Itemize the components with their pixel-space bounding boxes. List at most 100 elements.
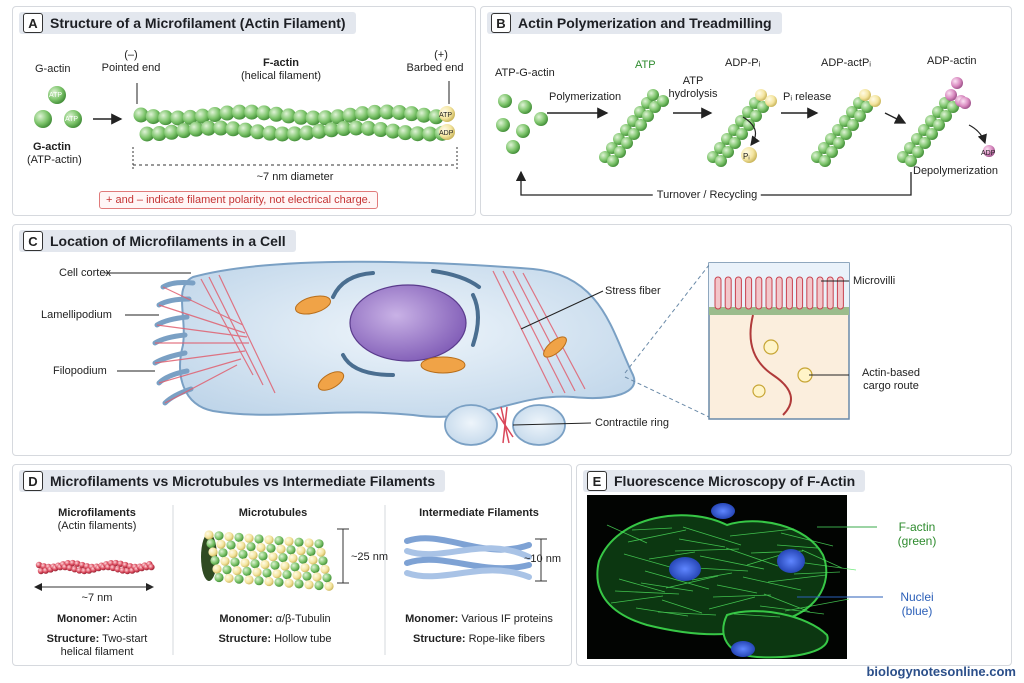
actin-bead	[133, 107, 149, 123]
stress-fiber-strand	[776, 544, 818, 549]
actin-bead	[237, 122, 253, 138]
filopodium-label: Filopodium	[53, 365, 107, 377]
tubulin-dimer	[250, 559, 260, 569]
actin-bead	[250, 124, 266, 140]
panel-b-badge: B	[491, 13, 511, 33]
tubulin-dimer	[284, 536, 294, 546]
if-size: ~10 nm	[524, 553, 561, 565]
panel-d-badge: D	[23, 471, 43, 491]
tubulin-dimer	[218, 548, 228, 558]
actin-bead	[244, 104, 260, 120]
stress-fiber-strand	[729, 528, 795, 537]
stress-fiber-strand	[623, 553, 671, 568]
pi-bead	[741, 147, 757, 163]
tubulin-dimer	[292, 570, 302, 580]
tubulin-dimer	[230, 557, 240, 567]
actin-bead	[367, 104, 383, 120]
actin-bead	[348, 120, 364, 136]
if-structure-key: Structure:	[412, 633, 466, 645]
pointed-end-label: Pointed end	[101, 62, 161, 74]
tubulin-dimer	[276, 544, 286, 554]
adp-bead	[439, 124, 455, 140]
actin-bead	[151, 126, 167, 142]
adp-bead	[959, 97, 971, 109]
tip-bead	[765, 95, 777, 107]
tubulin-dimer	[268, 552, 278, 562]
tubulin-dimer	[220, 556, 230, 566]
stress-fiber-strand	[606, 524, 648, 544]
tubulin-dimer	[304, 580, 314, 590]
mf-size: ~7 nm	[81, 592, 113, 604]
actin-bead	[614, 146, 626, 158]
tubulin-dimer	[294, 579, 304, 589]
stress-fiber-strand	[627, 529, 687, 543]
f-actin-label: F-actin	[262, 57, 300, 69]
tubulin-dimer	[296, 546, 306, 556]
nucleus-stain	[711, 503, 735, 519]
tubulin-dimer	[240, 558, 250, 568]
tubulin-dimer	[214, 572, 224, 583]
depolymerization-label: Depolymerization	[913, 165, 998, 177]
actin-bead	[416, 107, 432, 123]
tubulin-dimer	[274, 536, 284, 546]
actin-bead	[66, 564, 73, 572]
actin-bead	[117, 560, 124, 567]
stress-fiber-strand	[742, 576, 802, 591]
mf-structure-value-2: helical filament	[60, 646, 134, 658]
tubulin-dimer	[314, 580, 324, 591]
mf-structure-value: Two-start	[102, 633, 148, 645]
microvillus	[775, 276, 783, 310]
tubulin-dimer	[260, 559, 270, 570]
tubulin-dimer	[222, 565, 232, 575]
panel-a: A Structure of a Microfilament (Actin Fi…	[12, 6, 476, 216]
actin-bead	[176, 123, 192, 139]
tubulin-dimer	[288, 553, 298, 563]
actin-bead	[182, 109, 198, 125]
actin-bead	[385, 123, 401, 139]
actin-bead	[122, 561, 129, 569]
atp-top-label: ATP	[635, 59, 656, 71]
actin-bead	[37, 567, 45, 575]
actin-bead	[124, 567, 131, 575]
panel-b-header: B Actin Polymerization and Treadmilling	[487, 12, 782, 34]
tubulin-dimer	[294, 537, 304, 547]
actin-bead	[35, 561, 43, 569]
stress-fiber-label: Stress fiber	[605, 285, 661, 297]
atp-monomer-label: ATP	[49, 92, 63, 99]
actin-bead	[114, 566, 122, 573]
tubulin-dimer	[214, 531, 224, 541]
adp-bead	[983, 145, 995, 157]
actin-bead	[729, 137, 741, 149]
actin-bead	[635, 119, 647, 131]
tubulin-dimer	[266, 543, 276, 553]
atp-actin-label: (ATP-actin)	[27, 154, 82, 166]
actin-bead	[293, 109, 309, 125]
actin-bead	[318, 110, 333, 126]
nucleus	[349, 284, 467, 362]
site-footer: biologynotesonline.com	[866, 664, 1016, 679]
tubulin-dimer	[318, 556, 328, 566]
actin-bead	[256, 105, 272, 121]
monomer	[498, 94, 512, 108]
adp-actin-label: ADP-actin	[927, 55, 977, 67]
tubulin-dimer	[306, 546, 316, 557]
actin-bead	[750, 110, 762, 122]
microvillus	[765, 276, 773, 310]
tubulin-dimer	[244, 575, 254, 585]
plus-sign: (+)	[434, 49, 448, 61]
microvillus	[734, 276, 742, 310]
actin-bead	[840, 128, 852, 140]
actin-bead	[268, 106, 284, 122]
tubulin-dimer	[208, 547, 218, 557]
turnover-label: Turnover / Recycling	[652, 189, 762, 202]
stress-fiber-strand	[733, 613, 781, 618]
panel-a-header: A Structure of a Microfilament (Actin Fi…	[19, 12, 356, 34]
tubulin-dimer	[210, 555, 220, 566]
panel-c-title: Location of Microfilaments in a Cell	[50, 233, 286, 249]
stress-fiber-strand	[691, 572, 733, 581]
panel-d-header: D Microfilaments vs Microtubules vs Inte…	[19, 470, 446, 492]
actin-bead	[207, 107, 223, 123]
actin-bead	[219, 105, 235, 121]
if-title: Intermediate Filaments	[419, 507, 539, 519]
actin-bead	[422, 126, 438, 142]
